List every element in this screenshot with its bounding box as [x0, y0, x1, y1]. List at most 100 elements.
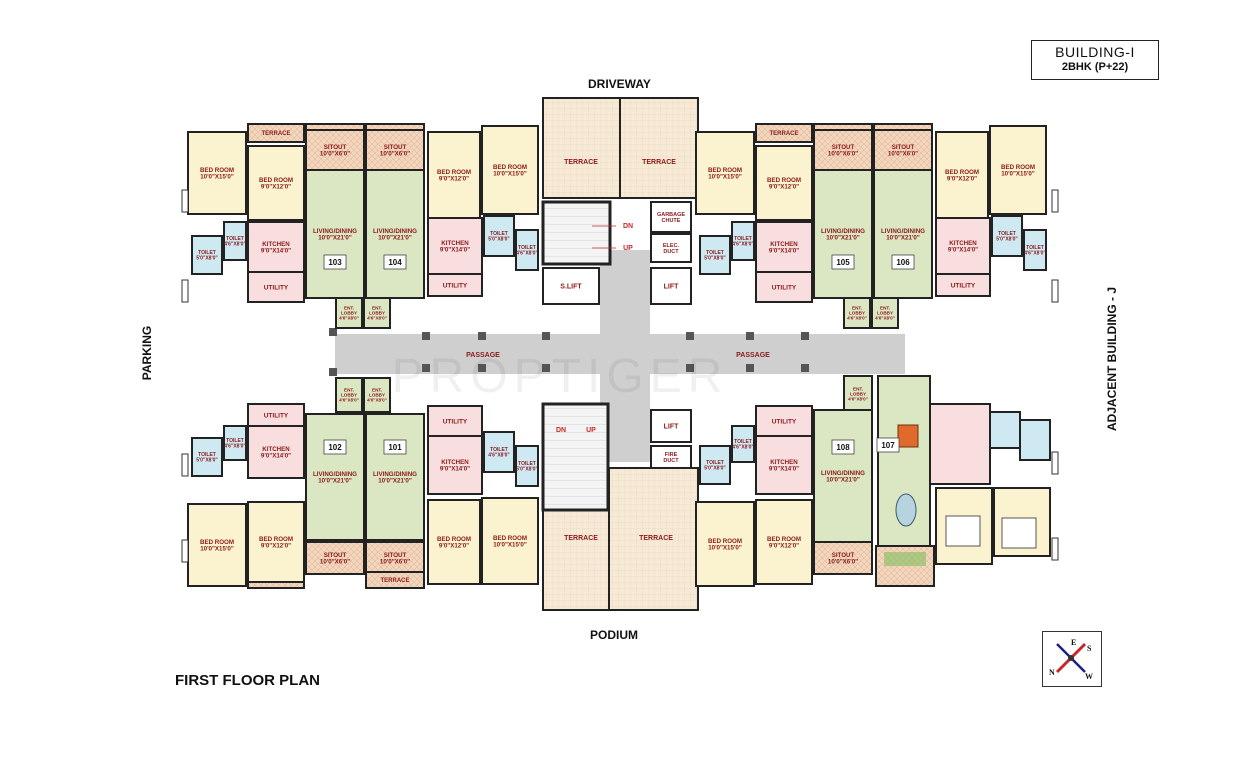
bedroom-outer-label: BED ROOM [200, 167, 234, 174]
sitout-d-label: SITOUT [384, 552, 407, 559]
stair-direction-label: UP [623, 245, 633, 252]
column [478, 364, 486, 372]
podium-terrace-left [542, 509, 610, 611]
bedroom-h [481, 497, 539, 585]
flat-number-box [323, 254, 347, 270]
flat-number: 102 [328, 443, 342, 452]
kitchen-b-label: 9'0"X14'0" [440, 247, 470, 254]
utility-b-label: UTILITY [443, 282, 468, 289]
window [181, 189, 189, 213]
flat-number: 108 [836, 443, 850, 452]
stair-direction-label: UP [586, 427, 596, 434]
sitout-a-label: SITOUT [832, 144, 855, 151]
elec-duct-label: ELEC. [663, 243, 680, 249]
bedroom-h-label: BED ROOM [493, 535, 527, 542]
kitchen-e [755, 435, 813, 495]
bedroom-f-label: 9'0"X12'0" [261, 543, 291, 550]
toilet-g [483, 431, 515, 473]
living-dining-a-label: 10'0"X21'0" [318, 235, 352, 242]
terrace-grid-right [619, 97, 699, 199]
bedroom-j [755, 499, 813, 585]
flat-number-box [383, 439, 407, 455]
bedroom-i-label: BED ROOM [708, 538, 742, 545]
elec-duct [650, 233, 692, 263]
toilet-f [191, 437, 223, 477]
ent-lobby-c-label: ENT. [344, 388, 354, 393]
kitchen-b-label: 9'0"X14'0" [948, 247, 978, 254]
sitout-e-label: SITOUT [832, 552, 855, 559]
bedroom-outer [187, 131, 247, 215]
toilet-b-label: 5'0"X8'0" [196, 256, 218, 262]
toilet-furnished-b [1019, 419, 1051, 461]
plan-title: FIRST FLOOR PLAN [175, 672, 320, 689]
living-dining-b-label: 10'0"X21'0" [886, 235, 920, 242]
utility-b [935, 273, 991, 297]
lift-top [650, 267, 692, 305]
toilet-b [699, 235, 731, 275]
toilet-b-label: TOILET [706, 250, 724, 256]
bedroom-inner-label: BED ROOM [767, 177, 801, 184]
ent-lobby-b-label: ENT. [372, 306, 382, 311]
utility-d-label: UTILITY [443, 418, 468, 425]
sitout-e [813, 541, 873, 575]
toilet-h [515, 445, 539, 487]
terrace-label: TERRACE [639, 535, 673, 542]
building-config: 2BHK (P+22) [1061, 61, 1129, 73]
kitchen-a [755, 221, 813, 273]
bedroom-d [481, 125, 539, 215]
column [746, 364, 754, 372]
service-lift-label: S.LIFT [560, 283, 582, 290]
terrace-a-label: TERRACE [261, 131, 290, 137]
bedroom-j-label: BED ROOM [767, 536, 801, 543]
column [542, 332, 550, 340]
toilet-c-label: 5'0"X8'0" [996, 237, 1018, 243]
ent-lobby-a [335, 297, 363, 329]
utility-a-label: UTILITY [264, 284, 289, 291]
toilet-d [515, 229, 539, 271]
bedroom-c [427, 131, 481, 219]
living-dining-a-label: 10'0"X21'0" [826, 235, 860, 242]
kitchen-d-label: KITCHEN [441, 459, 469, 466]
toilet-i [731, 425, 755, 463]
staircase-bottom [541, 402, 610, 512]
column [686, 332, 694, 340]
ent-lobby-a-label: LOBBY [341, 311, 357, 316]
terrace-e-label: TERRACE [380, 578, 409, 584]
kitchen-b-label: KITCHEN [441, 240, 469, 247]
toilet-b-label: TOILET [198, 250, 216, 256]
terrace-a [755, 123, 813, 143]
kitchen-a-label: KITCHEN [770, 241, 798, 248]
toilet-a-label: TOILET [226, 236, 244, 242]
bedroom-d-label: 10'0"X15'0" [493, 171, 527, 178]
sitout-d-label: 10'0"X6'0" [380, 559, 410, 566]
sitout-a-label: 10'0"X6'0" [320, 151, 350, 158]
bedroom-e-label: BED ROOM [200, 539, 234, 546]
bedroom-inner-label: BED ROOM [259, 177, 293, 184]
bedroom-g [427, 499, 481, 585]
bedroom-d [989, 125, 1047, 215]
flat-number: 107 [881, 441, 895, 450]
living-dining-b-label: 10'0"X21'0" [378, 235, 412, 242]
utility-b [427, 273, 483, 297]
bedroom-outer-label: 10'0"X15'0" [200, 174, 234, 181]
terrace-label: TERRACE [564, 159, 598, 166]
kitchen-a-label: 9'0"X14'0" [769, 248, 799, 255]
toilet-e-label: 4'6"X8'0" [224, 444, 246, 450]
toilet-a-label: 4'6"X8'0" [732, 242, 754, 248]
flat-number: 104 [388, 258, 402, 267]
stair-direction-label: DN [623, 223, 633, 230]
kitchen-c-label: KITCHEN [262, 446, 290, 453]
toilet-c [991, 215, 1023, 257]
living-dining-b-label: LIVING/DINING [373, 228, 417, 235]
living-dining-a [305, 169, 365, 299]
toilet-i-label: TOILET [734, 439, 752, 445]
column [801, 332, 809, 340]
bedroom-g-label: BED ROOM [437, 536, 471, 543]
bedroom-c-label: BED ROOM [437, 169, 471, 176]
terrace-grid-left [542, 97, 621, 199]
passage-label: PASSAGE [466, 352, 500, 359]
bedroom-f [247, 501, 305, 583]
window [181, 453, 189, 477]
compass-e: E [1071, 638, 1077, 647]
toilet-h-label: TOILET [518, 461, 536, 467]
